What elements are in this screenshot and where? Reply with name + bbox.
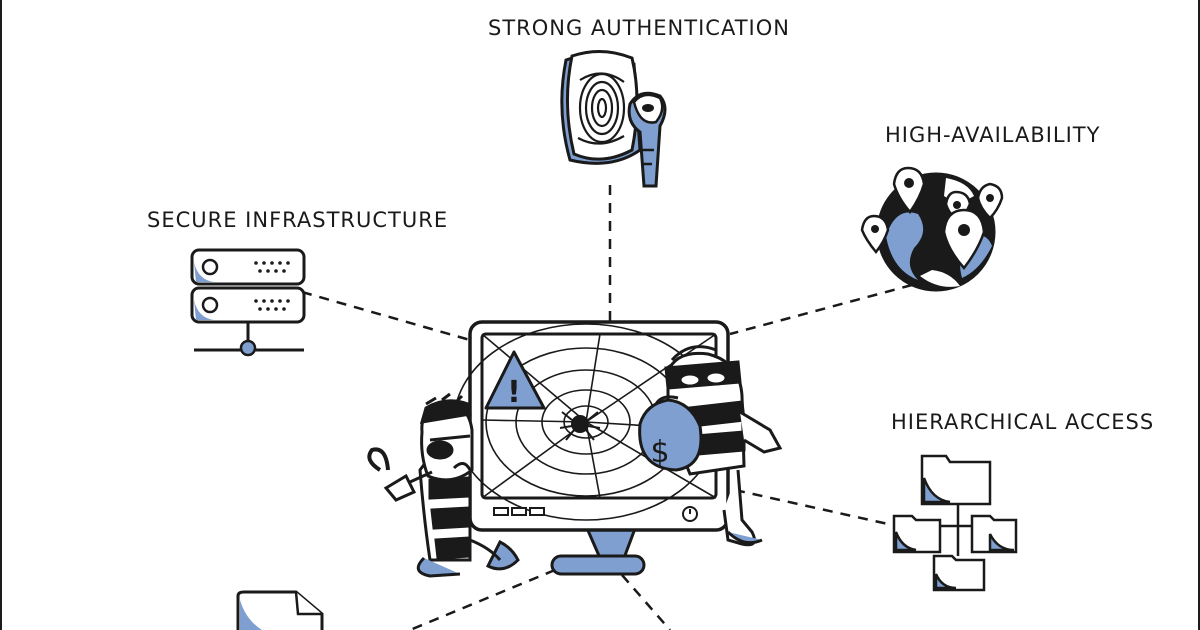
bezel-button <box>529 507 545 516</box>
connector-bottom-left <box>409 568 556 630</box>
hacked-monitor-icon: ! <box>367 320 783 578</box>
fingerprint-key-icon <box>560 50 667 188</box>
label-hierarchical-access: HIERARCHICAL ACCESS <box>891 410 1155 434</box>
server-rack-icon <box>190 248 306 357</box>
connector-infra <box>301 290 471 342</box>
connector-ha <box>729 283 913 336</box>
connector-hier <box>734 488 889 526</box>
warning-icon: ! <box>484 350 546 410</box>
frame-right-border <box>1198 0 1200 630</box>
warning-symbol: ! <box>507 375 521 410</box>
bezel-button <box>493 507 509 516</box>
document-icon <box>236 590 324 630</box>
money-symbol: $ <box>650 435 669 470</box>
label-secure-infrastructure: SECURE INFRASTRUCTURE <box>147 208 449 232</box>
robber-left <box>367 392 520 578</box>
robber-right: $ <box>638 345 783 547</box>
label-high-availability: HIGH-AVAILABILITY <box>885 123 1101 147</box>
label-strong-authentication: STRONG AUTHENTICATION <box>488 16 790 40</box>
connector-bottom-right <box>621 574 671 630</box>
connector-lines <box>301 185 913 630</box>
globe-location-pins-icon <box>860 166 1004 292</box>
frame-left-border <box>0 0 2 630</box>
bezel-button <box>511 507 527 516</box>
folder-tree-icon <box>892 454 1018 592</box>
spider-icon <box>559 411 601 441</box>
